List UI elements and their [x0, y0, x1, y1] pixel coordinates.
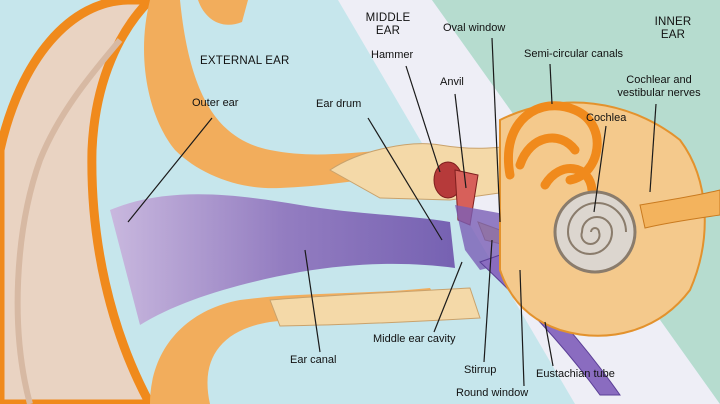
label-cochlear-vestibular-nerves: Cochlear and vestibular nerves [604, 74, 714, 100]
inner-ear-title-line2: EAR [648, 29, 698, 42]
label-nerves-line1: Cochlear and [604, 74, 714, 87]
label-oval-window: Oval window [443, 22, 505, 35]
label-cochlea: Cochlea [586, 112, 626, 125]
middle-ear-title: MIDDLE EAR [358, 12, 418, 38]
middle-ear-title-line1: MIDDLE [358, 12, 418, 25]
inner-ear-title: INNER EAR [648, 16, 698, 42]
label-ear-canal: Ear canal [290, 354, 336, 367]
label-nerves-line2: vestibular nerves [604, 87, 714, 100]
label-ear-drum: Ear drum [316, 98, 361, 111]
label-anvil: Anvil [440, 76, 464, 89]
label-hammer: Hammer [371, 49, 413, 62]
external-ear-title: EXTERNAL EAR [200, 55, 290, 68]
middle-ear-title-line2: EAR [358, 25, 418, 38]
label-eustachian-tube: Eustachian tube [536, 368, 615, 381]
label-outer-ear: Outer ear [192, 97, 238, 110]
label-semicircular-canals: Semi-circular canals [524, 48, 623, 61]
inner-ear-title-line1: INNER [648, 16, 698, 29]
label-middle-ear-cavity: Middle ear cavity [373, 333, 456, 346]
label-round-window: Round window [456, 387, 528, 400]
label-stirrup: Stirrup [464, 364, 496, 377]
